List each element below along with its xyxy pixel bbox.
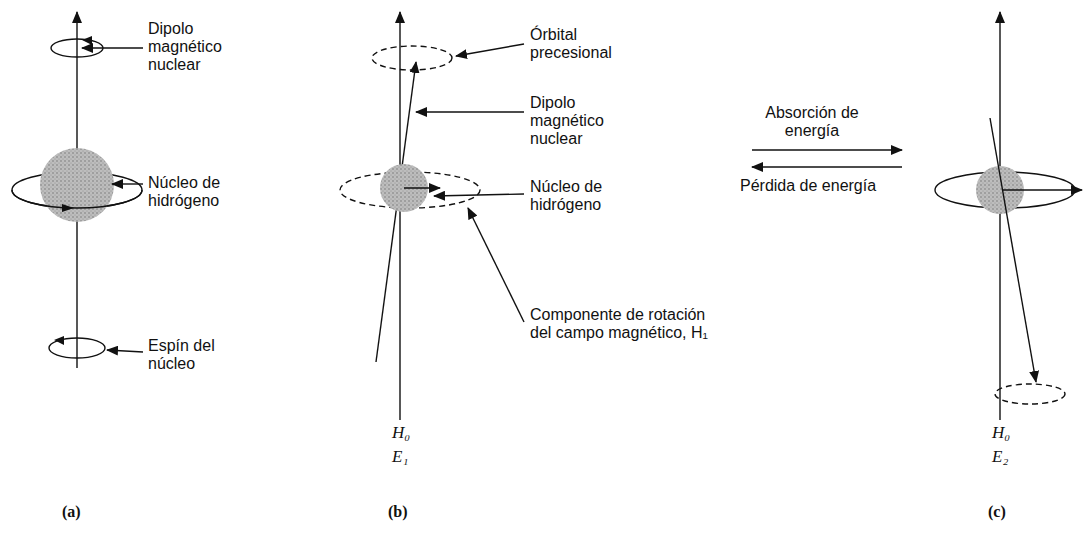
callout-label: Dipolo magnético nuclear	[530, 94, 625, 148]
callout-label: Componente de rotación del campo magnéti…	[530, 306, 730, 342]
absorption-arrow	[752, 149, 902, 150]
panel-label: (b)	[388, 503, 408, 521]
callout-label: Núcleo de hidrógeno	[530, 178, 625, 214]
callout-label: Órbital precesional	[530, 26, 640, 62]
energy-symbol: E₁	[392, 448, 408, 466]
field-symbol: H₀	[392, 424, 410, 442]
panel-label: (c)	[988, 503, 1006, 521]
precession-orbit	[995, 384, 1065, 404]
h1-vector	[1002, 189, 1082, 190]
callout-label: Núcleo de hidrógeno	[148, 174, 243, 210]
field-symbol: H₀	[992, 424, 1010, 442]
callout-label: Dipolo magnético nuclear	[148, 20, 243, 74]
h1-vector	[404, 187, 440, 188]
precession-orbit	[372, 46, 452, 70]
loss-arrow	[752, 166, 902, 167]
hydrogen-nucleus	[40, 148, 114, 222]
callout-label: Espín del núcleo	[148, 337, 243, 373]
transition-label: Pérdida de energía	[740, 177, 876, 195]
field-axis	[399, 12, 400, 420]
transition-label: Absorción de energía	[762, 104, 862, 140]
field-axis	[999, 12, 1000, 420]
dipole-vector	[990, 118, 1036, 382]
dipole-vector	[376, 62, 416, 362]
energy-symbol: E₂	[992, 448, 1008, 466]
panel-label: (a)	[62, 503, 81, 521]
